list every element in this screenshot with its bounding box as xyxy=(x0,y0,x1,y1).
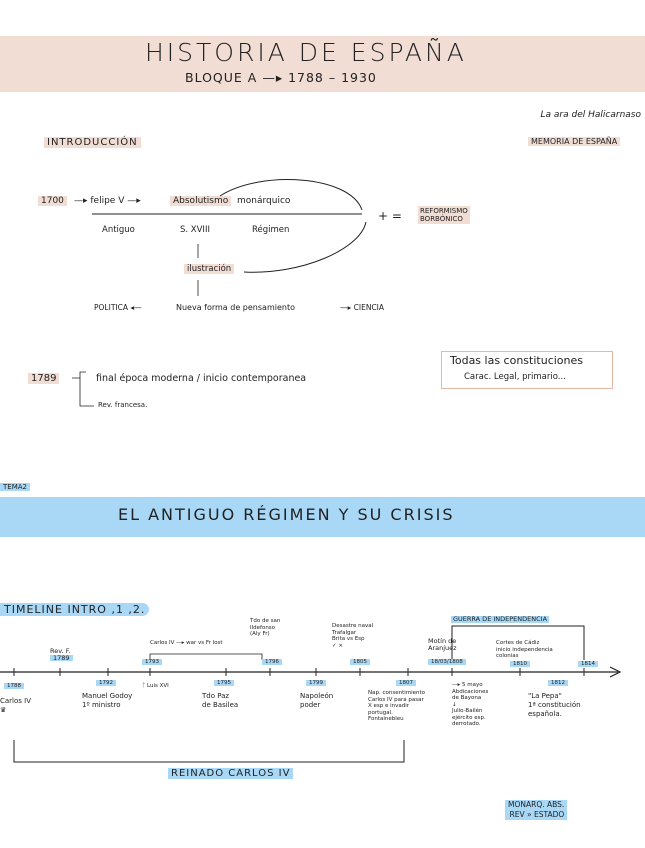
event-1814-year-label: 1814 xyxy=(578,661,598,667)
reformismo-line-2: BORBÓNICO xyxy=(420,215,463,223)
page-subtitle: BLOQUE A —▸ 1788 – 1930 xyxy=(185,70,377,85)
event-1792-year: 1792 xyxy=(96,680,116,687)
rev-francesa: Rev. francesa. xyxy=(98,401,148,409)
regimen: Régimen xyxy=(252,225,290,235)
event-fontainebleu: Nap. consentimiento Carlos IV para pasar… xyxy=(368,690,426,722)
event-1807-year-label: 1807 xyxy=(396,680,416,686)
reinado-label: REINADO CARLOS IV xyxy=(168,768,294,779)
event-godoy: Manuel Godoy 1º ministro xyxy=(82,692,133,709)
constituciones-line-2: Carac. Legal, primario... xyxy=(464,372,566,382)
event-revf: Rev. F. 1789 xyxy=(50,648,73,661)
event-1795-year-label: 1795 xyxy=(214,680,234,686)
event-1807-year: 1807 xyxy=(396,680,416,687)
event-1814-year: 1814 xyxy=(578,661,598,668)
absolutismo-label: Absolutismo xyxy=(170,196,232,206)
event-1810-year-label: 1810 xyxy=(510,661,530,667)
final-epoca: final época moderna / inicio contemporan… xyxy=(96,373,307,384)
event-1810-year: 1810 xyxy=(510,661,530,668)
nueva-forma: Nueva forma de pensamiento xyxy=(176,303,295,312)
event-trafalgar: Desastre naval Trafalgar Brita vs Esp ✓ … xyxy=(332,623,374,649)
event-carlos-iv: Carlos IV ♛ xyxy=(0,697,32,714)
sxviii: S. XVIII xyxy=(180,225,210,235)
felipe-v: —▸ felipe V —▸ xyxy=(74,196,141,206)
tema-tag-label: TEMA2 xyxy=(0,483,30,491)
event-1793-year-label: 1793 xyxy=(142,659,162,665)
guerra-label: GUERRA DE INDEPENDENCIA xyxy=(451,615,550,623)
constituciones-line-1: Todas las constituciones xyxy=(450,354,583,367)
event-napoleon: Napoleón poder xyxy=(300,692,334,709)
memoria-label-text: MEMORIA DE ESPAÑA xyxy=(528,137,621,146)
header-band xyxy=(0,36,645,92)
monarq-line-1: MONARQ. ABS. xyxy=(505,800,568,810)
event-1812-year-label: 1812 xyxy=(548,680,568,686)
intro-heading: INTRODUCCIÓN xyxy=(44,137,141,148)
event-1805-year: 1805 xyxy=(350,659,370,666)
monarquico: monárquico xyxy=(237,196,291,206)
event-1812-year: 1812 xyxy=(548,680,568,687)
event-bayona: —▸ 5 mayo Abdicaciones de Bayona ↓ Julio… xyxy=(452,682,489,727)
monarq-line-2: REV » ESTADO xyxy=(505,810,568,820)
year-1700-label: 1700 xyxy=(38,196,67,206)
tema-band xyxy=(0,497,645,537)
ilustracion-label: ilustración xyxy=(184,264,235,274)
event-revf-year: 1789 xyxy=(50,654,73,661)
ciencia: —▸ CIENCIA xyxy=(340,303,385,312)
event-1788-year-label: 1788 xyxy=(4,683,24,689)
event-1805-year-label: 1805 xyxy=(350,659,370,665)
event-1795-year: 1795 xyxy=(214,680,234,687)
event-1808-year-label: 18/03/1808 xyxy=(428,659,466,665)
event-luis-xvi: ᛏ Luis XVI xyxy=(142,683,169,689)
timeline-title: TIMELINE INTRO ,1 ,2. xyxy=(0,603,150,616)
year-1789: 1789 xyxy=(28,373,60,384)
reformismo-box: REFORMISMO BORBÓNICO xyxy=(418,206,470,224)
tema-title: EL ANTIGUO RÉGIMEN Y SU CRISIS xyxy=(118,505,455,524)
antiguo: Antiguo xyxy=(102,225,135,235)
event-1796-year-label: 1796 xyxy=(262,659,282,665)
event-carlos-war: Carlos IV —▸ war vs Fr lost xyxy=(150,640,223,646)
event-aranjuez: Motín de Aranjuez xyxy=(428,637,457,652)
year-1700: 1700 xyxy=(38,196,67,206)
event-1788-year: 1788 xyxy=(4,683,24,690)
memoria-label: MEMORIA DE ESPAÑA xyxy=(528,137,621,146)
event-1793-year: 1793 xyxy=(142,659,162,666)
politica: POLITICA ◂— xyxy=(94,303,142,312)
event-1796-year: 1796 xyxy=(262,659,282,666)
event-revf-text: Rev. F. xyxy=(50,647,71,655)
event-ildefonso: Tdo de san Ildefonso (Aly Fr) xyxy=(250,618,281,637)
constituciones-box xyxy=(441,351,613,389)
event-cadiz: Cortes de Cádiz inicio independencia col… xyxy=(496,640,553,659)
reinado-label-text: REINADO CARLOS IV xyxy=(168,768,294,779)
plus-equals: + = xyxy=(378,209,402,223)
monarq-abs: MONARQ. ABS. REV » ESTADO xyxy=(505,800,568,820)
author-note: La ara del Halicarnaso xyxy=(540,110,641,120)
event-1808-year: 18/03/1808 xyxy=(428,659,466,666)
page-title: HISTORIA DE ESPAÑA xyxy=(145,38,467,67)
event-1799-year: 1799 xyxy=(306,680,326,687)
absolutismo: Absolutismo xyxy=(170,196,232,206)
ilustracion: ilustración xyxy=(184,264,235,274)
event-1792-year-label: 1792 xyxy=(96,680,116,686)
event-la-pepa: "La Pepa" 1ª constitución española. xyxy=(528,692,581,718)
event-basilea: Tdo Paz de Basilea xyxy=(202,692,239,709)
intro-heading-label: INTRODUCCIÓN xyxy=(44,137,141,148)
event-1799-year-label: 1799 xyxy=(306,680,326,686)
year-1789-label: 1789 xyxy=(28,373,60,384)
tema-tag: TEMA2 xyxy=(0,483,30,491)
reformismo-line-1: REFORMISMO xyxy=(420,207,468,215)
